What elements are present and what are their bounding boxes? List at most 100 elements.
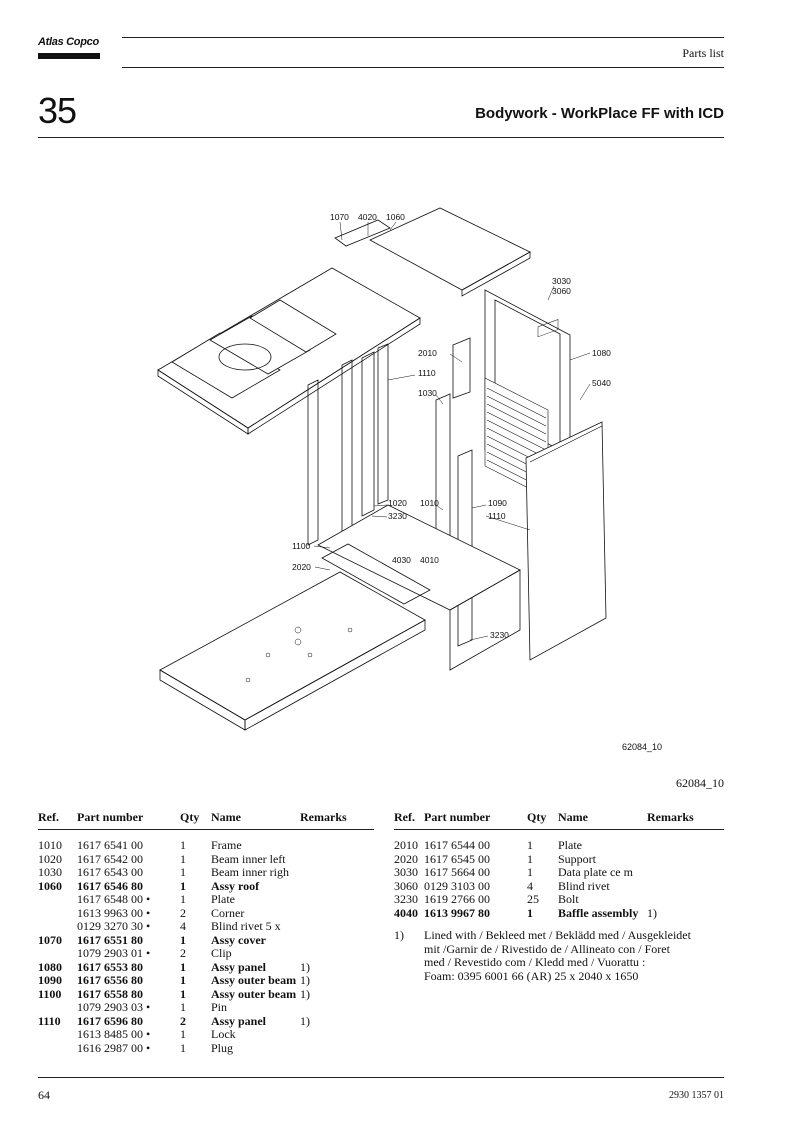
footer-rule bbox=[38, 1077, 724, 1078]
part-remark bbox=[647, 853, 724, 867]
document-number: 2930 1357 01 bbox=[669, 1090, 724, 1101]
part-qty: 1 bbox=[180, 1000, 186, 1014]
part-qty: 1 bbox=[180, 865, 186, 879]
part-remark bbox=[300, 907, 374, 921]
part-remark: 1) bbox=[647, 905, 657, 920]
part-number: 1617 6596 80 bbox=[77, 1013, 143, 1028]
part-number: 1616 2987 00 • bbox=[77, 1040, 151, 1055]
col-part-number: Part number bbox=[77, 810, 180, 830]
part-ref: 1080 bbox=[38, 959, 62, 974]
col-ref: Ref. bbox=[38, 810, 77, 830]
callout-label: 1010 bbox=[420, 498, 439, 508]
part-name: Assy panel bbox=[211, 1013, 267, 1028]
part-ref: 1070 bbox=[38, 932, 62, 947]
part-remark bbox=[647, 880, 724, 894]
part-name: Assy cover bbox=[211, 932, 266, 947]
footnote-line: mit /Garnir de / Rivestido de / Allineat… bbox=[424, 941, 670, 956]
col-remarks: Remarks bbox=[647, 810, 724, 830]
col-part-number: Part number bbox=[424, 810, 527, 830]
callout-label: 4020 bbox=[358, 212, 377, 222]
part-qty: 1 bbox=[180, 838, 186, 852]
part-remark bbox=[300, 853, 374, 867]
footnote-line: Foam: 0395 6001 66 (AR) 25 x 2040 x 1650 bbox=[424, 968, 639, 983]
part-number: 1617 6544 00 bbox=[424, 838, 490, 852]
logo-bar bbox=[38, 53, 100, 59]
part-ref: 1020 bbox=[38, 851, 62, 866]
part-number: 0129 3270 30 • bbox=[77, 919, 151, 933]
part-number: 1617 6543 00 bbox=[77, 865, 143, 879]
exploded-view-drawing: 1070 4020 1060 3030 3060 2010 1110 1030 … bbox=[157, 207, 611, 731]
part-name: Baffle assembly bbox=[558, 905, 639, 920]
part-number: 1617 6551 80 bbox=[77, 932, 143, 947]
part-ref: 2010 bbox=[394, 838, 418, 852]
part-remark: 1) bbox=[300, 973, 310, 987]
callout-label: 3230 bbox=[388, 511, 407, 521]
part-name: Assy outer beam bbox=[211, 973, 297, 987]
part-qty: 1 bbox=[180, 959, 186, 974]
part-name: Bolt bbox=[558, 892, 579, 906]
part-number: 1079 2903 01 • bbox=[77, 946, 151, 960]
part-number: 1617 6556 80 bbox=[77, 973, 143, 987]
part-qty: 1 bbox=[180, 878, 186, 893]
part-name: Blind rivet bbox=[558, 878, 610, 893]
callout-label: 3030 bbox=[552, 276, 571, 286]
callout-label: 3060 bbox=[552, 286, 571, 296]
part-remark bbox=[647, 866, 724, 880]
part-number: 1079 2903 03 • bbox=[77, 1000, 151, 1014]
part-name: Pin bbox=[211, 1000, 228, 1014]
col-ref: Ref. bbox=[394, 810, 424, 830]
callout-label: 1070 bbox=[330, 212, 349, 222]
part-ref: 1030 bbox=[38, 865, 62, 879]
part-ref bbox=[38, 920, 77, 934]
part-remark: 1) bbox=[300, 1013, 310, 1028]
part-ref: 4040 bbox=[394, 905, 418, 920]
col-remarks: Remarks bbox=[300, 810, 374, 830]
part-ref: 1110 bbox=[38, 1013, 61, 1028]
part-name: Support bbox=[558, 851, 597, 866]
part-number: 1613 9963 00 • bbox=[77, 905, 151, 920]
part-number: 1617 6548 00 • bbox=[77, 892, 151, 906]
callout-label: 1030 bbox=[418, 388, 437, 398]
part-remark bbox=[300, 866, 374, 880]
part-name: Assy outer beam bbox=[211, 986, 297, 1001]
part-ref bbox=[38, 893, 77, 907]
part-ref: 2020 bbox=[394, 851, 418, 866]
part-qty: 1 bbox=[527, 851, 533, 866]
part-qty: 4 bbox=[527, 878, 533, 893]
part-remark bbox=[300, 1001, 374, 1015]
part-number: 1619 2766 00 bbox=[424, 892, 490, 906]
header-top-rule bbox=[122, 37, 724, 38]
part-ref: 1100 bbox=[38, 986, 62, 1001]
part-remark bbox=[300, 1028, 374, 1042]
part-ref bbox=[38, 947, 77, 961]
part-number: 1617 6553 80 bbox=[77, 959, 143, 974]
drawing-number-inner: 62084_10 bbox=[622, 742, 663, 752]
col-name: Name bbox=[558, 810, 647, 830]
part-qty: 1 bbox=[527, 905, 533, 920]
part-name: Blind rivet 5 x bbox=[211, 919, 281, 933]
atlas-copco-logo: Atlas Copco bbox=[38, 36, 100, 66]
callout-label: 4010 bbox=[420, 555, 439, 565]
part-number: 0129 3103 00 bbox=[424, 878, 490, 893]
part-ref: 3030 bbox=[394, 865, 418, 879]
part-remark: 1) bbox=[300, 959, 310, 974]
part-qty: 2 bbox=[180, 1013, 186, 1028]
part-qty: 2 bbox=[180, 905, 186, 920]
part-qty: 1 bbox=[180, 851, 186, 866]
part-name: Beam inner left bbox=[211, 851, 286, 866]
callout-label: 4030 bbox=[392, 555, 411, 565]
part-remark bbox=[647, 893, 724, 907]
part-remark bbox=[300, 1042, 374, 1056]
title-rule bbox=[38, 137, 724, 138]
part-qty: 1 bbox=[180, 1040, 186, 1055]
part-name: Lock bbox=[211, 1027, 236, 1041]
